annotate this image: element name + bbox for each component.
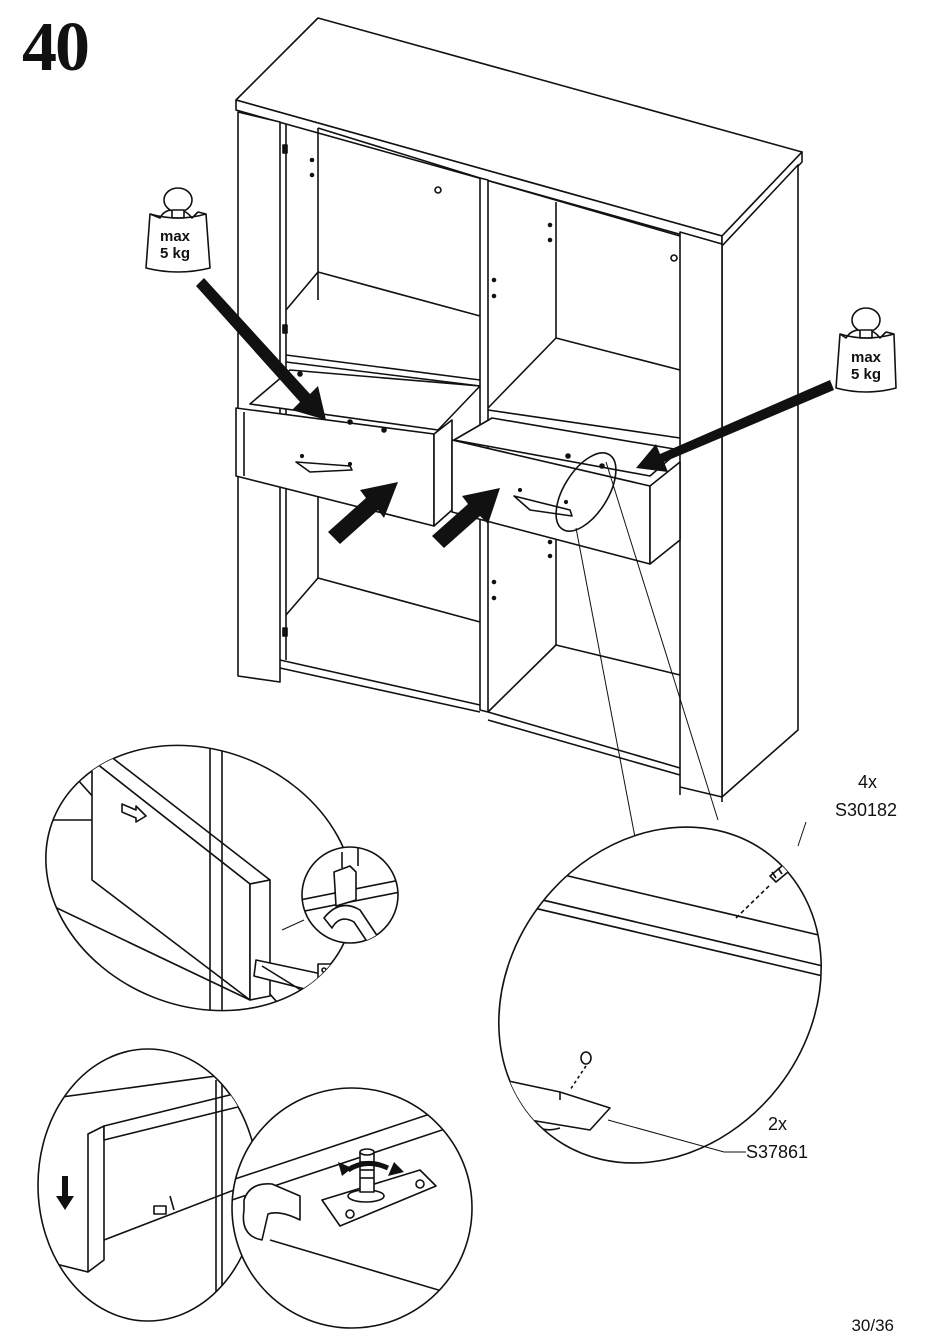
weight-label-line1: max [836,349,896,366]
page-number: 30/36 [851,1316,894,1336]
weight-label-right: max 5 kg [836,349,896,383]
part-code-screw: S30182 [835,800,897,820]
detail-height-adjust [232,1088,472,1328]
step-number: 40 [22,8,88,88]
weight-label-line1: max [145,228,205,245]
weight-label-line2: 5 kg [836,366,896,383]
part-quantity-screw: 4x [858,772,877,792]
part-code-handle: S37861 [746,1142,808,1162]
part-quantity-handle: 2x [768,1114,787,1134]
detail-drawer-runner [6,700,400,1056]
detail-drawer-lowered [38,1049,260,1321]
detail-handle-screw [432,762,888,1227]
weight-label-left: max 5 kg [145,228,205,262]
weight-label-line2: 5 kg [145,245,205,262]
